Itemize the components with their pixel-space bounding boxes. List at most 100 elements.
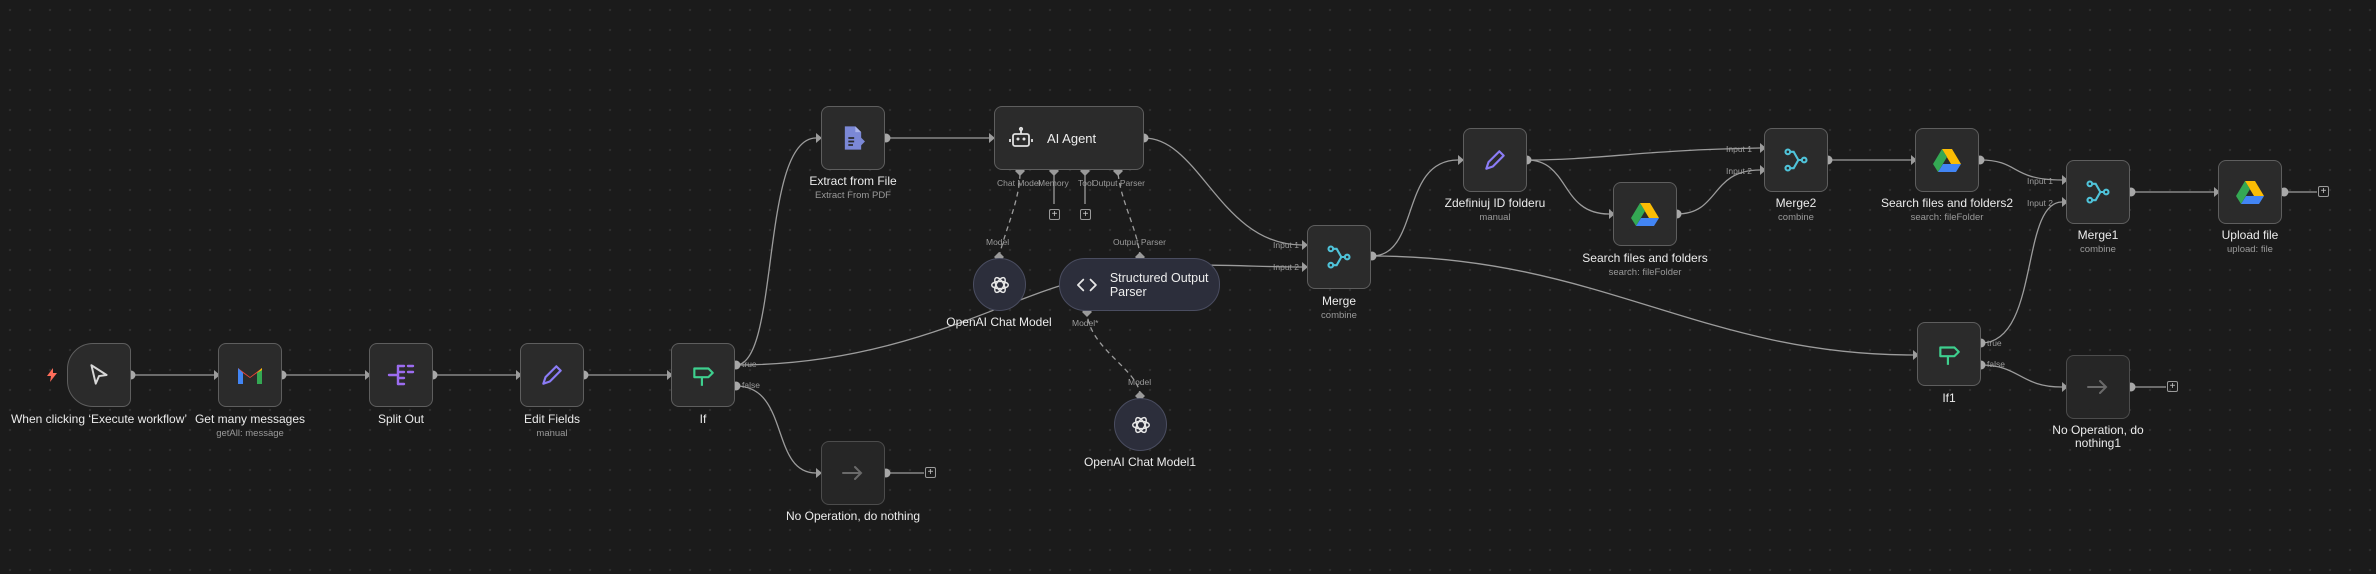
node-title: Edit Fields <box>523 412 581 426</box>
edge-search2-merge1 <box>1979 159 2063 181</box>
openai-icon <box>1131 416 1150 433</box>
node-no-operation1[interactable] <box>2066 355 2130 419</box>
edge-if-noop <box>735 385 817 474</box>
google-drive-icon <box>2236 181 2264 204</box>
node-search-files2[interactable] <box>1915 128 1979 192</box>
signpost-icon <box>693 367 714 386</box>
edge-if1-merge1 <box>1980 201 2063 344</box>
node-title: Search files and folders <box>1582 251 1708 265</box>
node-title: Merge1 <box>2077 228 2119 242</box>
edge-if1-noop1 <box>1980 364 2063 388</box>
file-extract-icon <box>844 126 865 150</box>
node-title: Extract from File <box>809 174 897 188</box>
split-icon <box>387 364 415 386</box>
port-label-model: Model <box>1128 377 1152 387</box>
node-title: OpenAI Chat Model1 <box>1083 455 1197 469</box>
node-openai-chat-model1[interactable] <box>1114 398 1167 451</box>
node-if[interactable] <box>671 343 735 407</box>
node-merge[interactable] <box>1307 225 1371 289</box>
signpost-icon <box>1939 346 1960 365</box>
if1-false-label: false <box>1987 359 2005 369</box>
node-search-files[interactable] <box>1613 182 1677 246</box>
add-node-button[interactable]: + <box>2318 186 2329 197</box>
node-no-operation[interactable] <box>821 441 885 505</box>
node-title: Get many messages <box>194 412 306 426</box>
edge-merge-if1 <box>1371 255 1914 356</box>
edge-search-merge2 <box>1676 169 1761 215</box>
edge-merge-setfolder <box>1371 159 1459 257</box>
merge1-input1-label: Input 1 <box>2027 176 2053 186</box>
if1-true-label: true <box>1987 338 2002 348</box>
node-subtitle: Extract From PDF <box>814 190 891 201</box>
node-title: When clicking ‘Execute workflow’ <box>10 412 188 426</box>
add-node-button[interactable]: + <box>2167 381 2178 392</box>
merge-input2-label: Input 2 <box>1273 262 1299 272</box>
node-title: Merge <box>1321 294 1356 308</box>
pencil-icon <box>542 365 562 385</box>
node-merge2[interactable] <box>1764 128 1828 192</box>
add-memory-button[interactable]: + <box>1049 209 1060 220</box>
google-drive-icon <box>1631 203 1659 226</box>
code-brackets-icon <box>1077 278 1097 291</box>
robot-icon <box>1009 126 1033 147</box>
node-title: Merge2 <box>1775 196 1817 210</box>
node-subtitle: upload: file <box>2227 244 2273 255</box>
merge2-input1-label: Input 1 <box>1726 144 1752 154</box>
node-subtitle: manual <box>1479 212 1511 223</box>
node-manual-trigger[interactable] <box>67 343 131 407</box>
node-split-out[interactable] <box>369 343 433 407</box>
node-merge1[interactable] <box>2066 160 2130 224</box>
node-title: Upload file <box>2221 228 2279 242</box>
ai-agent-title: AI Agent <box>1047 130 1097 146</box>
node-title: OpenAI Chat Model <box>946 315 1052 329</box>
node-structured-output-parser[interactable]: Structured Output Parser <box>1059 258 1220 311</box>
node-title: If <box>699 412 707 426</box>
edge-model1-parser <box>1086 312 1141 397</box>
node-subtitle: combine <box>1778 212 1814 223</box>
arrow-right-icon <box>2087 380 2108 394</box>
edge-setfolder-merge2 <box>1526 147 1761 161</box>
trigger-bolt-icon <box>47 368 57 382</box>
node-extract-from-file[interactable] <box>821 106 885 170</box>
node-title: Split Out <box>377 412 425 426</box>
pencil-icon <box>1485 150 1505 170</box>
google-drive-icon <box>1933 149 1961 172</box>
node-edit-fields[interactable] <box>520 343 584 407</box>
port-label-output-parser: Output Parser <box>1092 178 1145 188</box>
gmail-icon <box>238 368 262 384</box>
edge-if-extract <box>735 137 817 366</box>
openai-icon <box>990 276 1009 293</box>
if-true-label: true <box>742 359 757 369</box>
node-title: Zdefiniuj ID folderu <box>1444 196 1546 210</box>
port-label-memory: Memory <box>1038 178 1069 188</box>
port-label-model: Model <box>986 237 1010 247</box>
cursor-pointer-icon <box>90 364 108 385</box>
node-ai-agent[interactable]: AI Agent <box>994 106 1144 170</box>
node-set-folder-id[interactable] <box>1463 128 1527 192</box>
parser-title: Structured Output Parser <box>1109 270 1209 299</box>
node-upload-file[interactable] <box>2218 160 2282 224</box>
add-tool-button[interactable]: + <box>1080 209 1091 220</box>
node-title: Search files and folders2 <box>1880 196 2014 210</box>
node-if1[interactable] <box>1917 322 1981 386</box>
node-gmail[interactable] <box>218 343 282 407</box>
merge1-input2-label: Input 2 <box>2027 198 2053 208</box>
arrow-right-icon <box>842 466 863 480</box>
port-label-output-parser: Output Parser <box>1113 237 1166 247</box>
node-subtitle: search: fileFolder <box>1608 267 1682 278</box>
merge-icon <box>2086 180 2110 204</box>
node-subtitle: search: fileFolder <box>1910 212 1984 223</box>
node-openai-chat-model[interactable] <box>973 258 1026 311</box>
if-false-label: false <box>742 380 760 390</box>
node-title: No Operation, do nothing1 <box>2052 423 2144 450</box>
node-title: No Operation, do nothing <box>785 509 921 523</box>
node-subtitle: manual <box>536 428 568 439</box>
node-subtitle: getAll: message <box>216 428 284 439</box>
merge-input1-label: Input 1 <box>1273 240 1299 250</box>
add-node-button[interactable]: + <box>925 467 936 478</box>
port-label-model-required: Model* <box>1072 318 1099 328</box>
merge-icon <box>1784 148 1808 172</box>
edge-agent-merge <box>1143 137 1303 246</box>
edge-setfolder-search <box>1526 159 1610 215</box>
node-subtitle: combine <box>2080 244 2116 255</box>
